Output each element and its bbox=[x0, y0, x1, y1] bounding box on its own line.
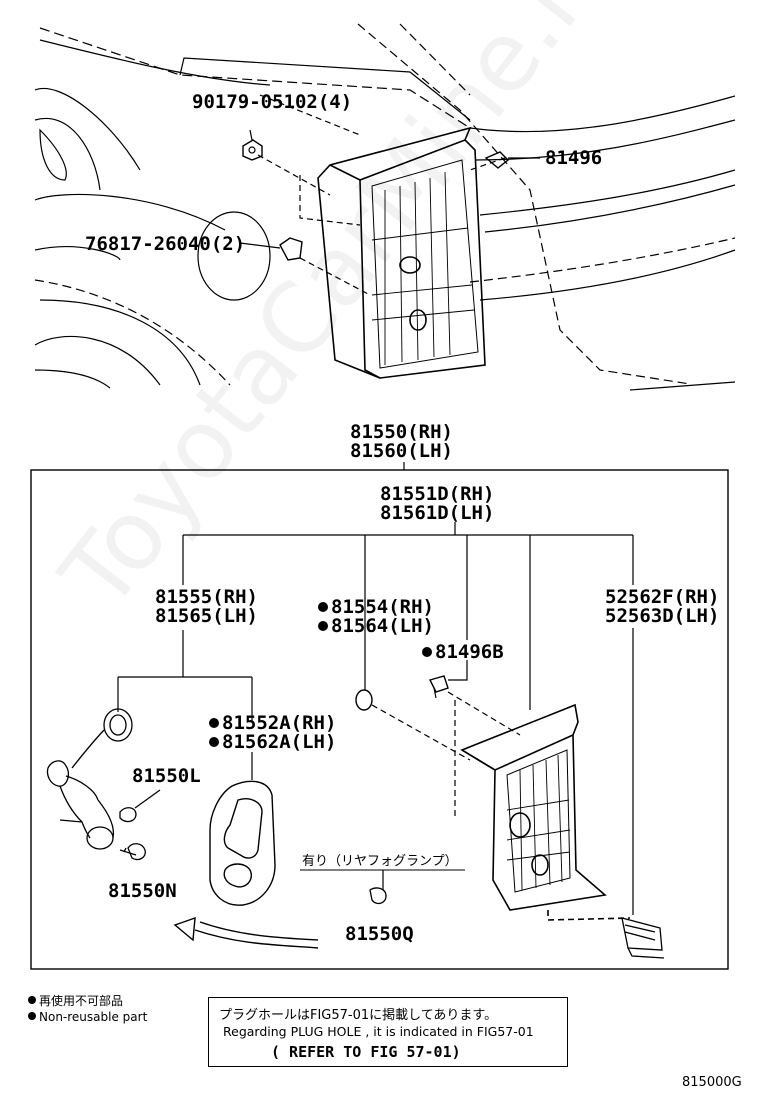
part-81550q-label: 81550Q bbox=[345, 923, 414, 945]
non-reusable-marker-icon bbox=[209, 737, 219, 747]
part-81564-lh-label: 81564(LH) bbox=[318, 616, 434, 636]
part-76817-label: 76817-26040(2) bbox=[85, 233, 246, 255]
non-reusable-marker-icon bbox=[318, 602, 328, 612]
packing-icon bbox=[209, 780, 276, 906]
lower-tail-lamp bbox=[460, 703, 631, 921]
legend-jp-text: 再使用不可部品 bbox=[39, 994, 124, 1008]
top-tail-lamp bbox=[317, 126, 486, 379]
non-reusable-marker-icon bbox=[28, 996, 36, 1004]
part-81496b-text: 81496B bbox=[435, 641, 504, 663]
non-reusable-marker-icon bbox=[28, 1012, 36, 1020]
rear-fog-lamp-note: 有り（リヤフォグランプ） bbox=[302, 854, 458, 869]
part-81560-lh-label: 81560(LH) bbox=[350, 440, 453, 462]
direction-arrow-icon bbox=[173, 916, 319, 949]
non-reusable-marker-icon bbox=[318, 621, 328, 631]
part-81565-lh-label: 81565(LH) bbox=[155, 605, 258, 627]
plug-hole-note-box: プラグホールはFIG57-01に掲載してあります。 Regarding PLUG… bbox=[208, 997, 568, 1067]
part-81496b-label: 81496B bbox=[422, 642, 504, 662]
part-52563d-lh-label: 52563D(LH) bbox=[605, 605, 720, 627]
part-81550n-label: 81550N bbox=[108, 880, 177, 902]
top-grommet-icon bbox=[239, 237, 303, 261]
part-81562a-lh-text: 81562A(LH) bbox=[222, 731, 337, 753]
non-reusable-marker-icon bbox=[422, 647, 432, 657]
bulb-n-icon bbox=[123, 843, 146, 861]
legend-jp: 再使用不可部品 bbox=[28, 992, 123, 1009]
part-81496-label: 81496 bbox=[545, 147, 603, 169]
part-81552a-rh-text: 81552A(RH) bbox=[222, 712, 337, 734]
part-90179-label: 90179-05102(4) bbox=[192, 91, 353, 113]
part-81564-lh-text: 81564(LH) bbox=[331, 615, 434, 637]
note-line-jp: プラグホールはFIG57-01に掲載してあります。 bbox=[219, 1008, 498, 1023]
non-reusable-marker-icon bbox=[209, 718, 219, 728]
note-line-en: Regarding PLUG HOLE , it is indicated in… bbox=[223, 1024, 534, 1039]
part-81551d-rh-label: 81551D(RH) bbox=[380, 483, 495, 505]
clip-b-icon bbox=[428, 675, 521, 820]
part-81550-rh-label: 81550(RH) bbox=[350, 421, 453, 443]
part-81561d-lh-label: 81561D(LH) bbox=[380, 502, 495, 524]
top-clip-icon bbox=[484, 151, 540, 169]
note-refer-link[interactable]: ( REFER TO FIG 57-01) bbox=[271, 1043, 461, 1061]
part-81562a-lh-label: 81562A(LH) bbox=[209, 732, 336, 752]
reflector-icon bbox=[621, 917, 665, 959]
assembly-box bbox=[30, 469, 729, 970]
gasket-icon bbox=[355, 689, 471, 761]
socket-harness-icon bbox=[46, 708, 137, 850]
legend-en-text: Non-reusable part bbox=[39, 1010, 148, 1024]
figure-id: 815000G bbox=[682, 1075, 742, 1090]
callout-tree bbox=[117, 522, 634, 915]
part-81554-rh-text: 81554(RH) bbox=[331, 596, 434, 618]
part-52562f-rh-label: 52562F(RH) bbox=[605, 586, 720, 608]
part-81550l-label: 81550L bbox=[132, 765, 201, 787]
part-81554-rh-label: 81554(RH) bbox=[318, 597, 434, 617]
bulb-q-icon bbox=[369, 887, 387, 905]
part-81555-rh-label: 81555(RH) bbox=[155, 586, 258, 608]
part-81552a-rh-label: 81552A(RH) bbox=[209, 713, 336, 733]
legend-en: Non-reusable part bbox=[28, 1010, 147, 1024]
top-bolt-icon bbox=[242, 129, 263, 161]
